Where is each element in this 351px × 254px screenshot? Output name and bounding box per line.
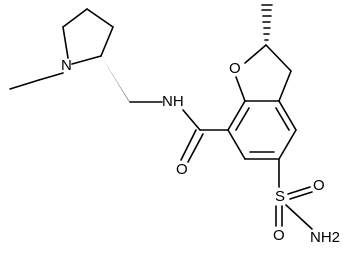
bond-s-o1-b — [289, 191, 313, 200]
bond-c5-n — [62, 26, 69, 59]
wedge-bond-c2-ch2 — [101, 56, 131, 104]
atom-n-amide: NH — [162, 93, 184, 110]
bond-carbonyl-double-1 — [180, 129, 197, 161]
bond-ethyl-ch2-ch3 — [9, 79, 40, 90]
bond-n-ethyl-ch2 — [38, 72, 64, 81]
pyrrolidine-ring — [62, 8, 114, 65]
bond-inner-c3a-c4 — [275, 107, 290, 131]
hashed-wedge-methyl — [261, 4, 273, 41]
atom-o-carbonyl: O — [176, 161, 188, 178]
ethyl-group — [9, 72, 64, 90]
sulfonamide-group — [275, 158, 313, 230]
atom-n-sulfonamide: NH2 — [310, 229, 340, 246]
bond-c6-c7 — [227, 129, 246, 160]
benzene-ring — [227, 100, 297, 160]
bond-c3-c3a — [278, 70, 292, 102]
atom-s-sulfonyl: S — [275, 188, 285, 205]
bond-c3a-c4 — [278, 100, 297, 131]
atom-n-ring: N — [61, 57, 72, 74]
bond-nh-carbonyl — [182, 109, 201, 131]
bond-c4-c5 — [278, 129, 297, 160]
atom-o-sulfonyl-2: O — [273, 227, 285, 244]
atom-o-sulfonyl-1: O — [313, 177, 325, 194]
atom-labels: N NH O O S O O NH2 — [61, 57, 340, 246]
bond-c3-c4 — [86, 8, 114, 28]
bond-c2-c3 — [100, 26, 114, 57]
bond-inner-c7a-c7 — [235, 107, 250, 131]
bond-c2-c3 — [265, 44, 292, 72]
dihydrofuran-ring — [235, 44, 292, 102]
bond-s-nh2 — [285, 204, 313, 230]
bond-n-c2 — [71, 55, 102, 65]
bond-o-c2 — [244, 44, 267, 64]
bond-carbonyl-double-2 — [187, 133, 204, 163]
atom-o-furan: O — [229, 60, 241, 77]
bond-s-o1-a — [287, 186, 311, 195]
bond-c4-c5 — [62, 8, 88, 28]
bond-c7-c7a — [227, 100, 246, 131]
bond-c7a-o — [235, 76, 246, 102]
